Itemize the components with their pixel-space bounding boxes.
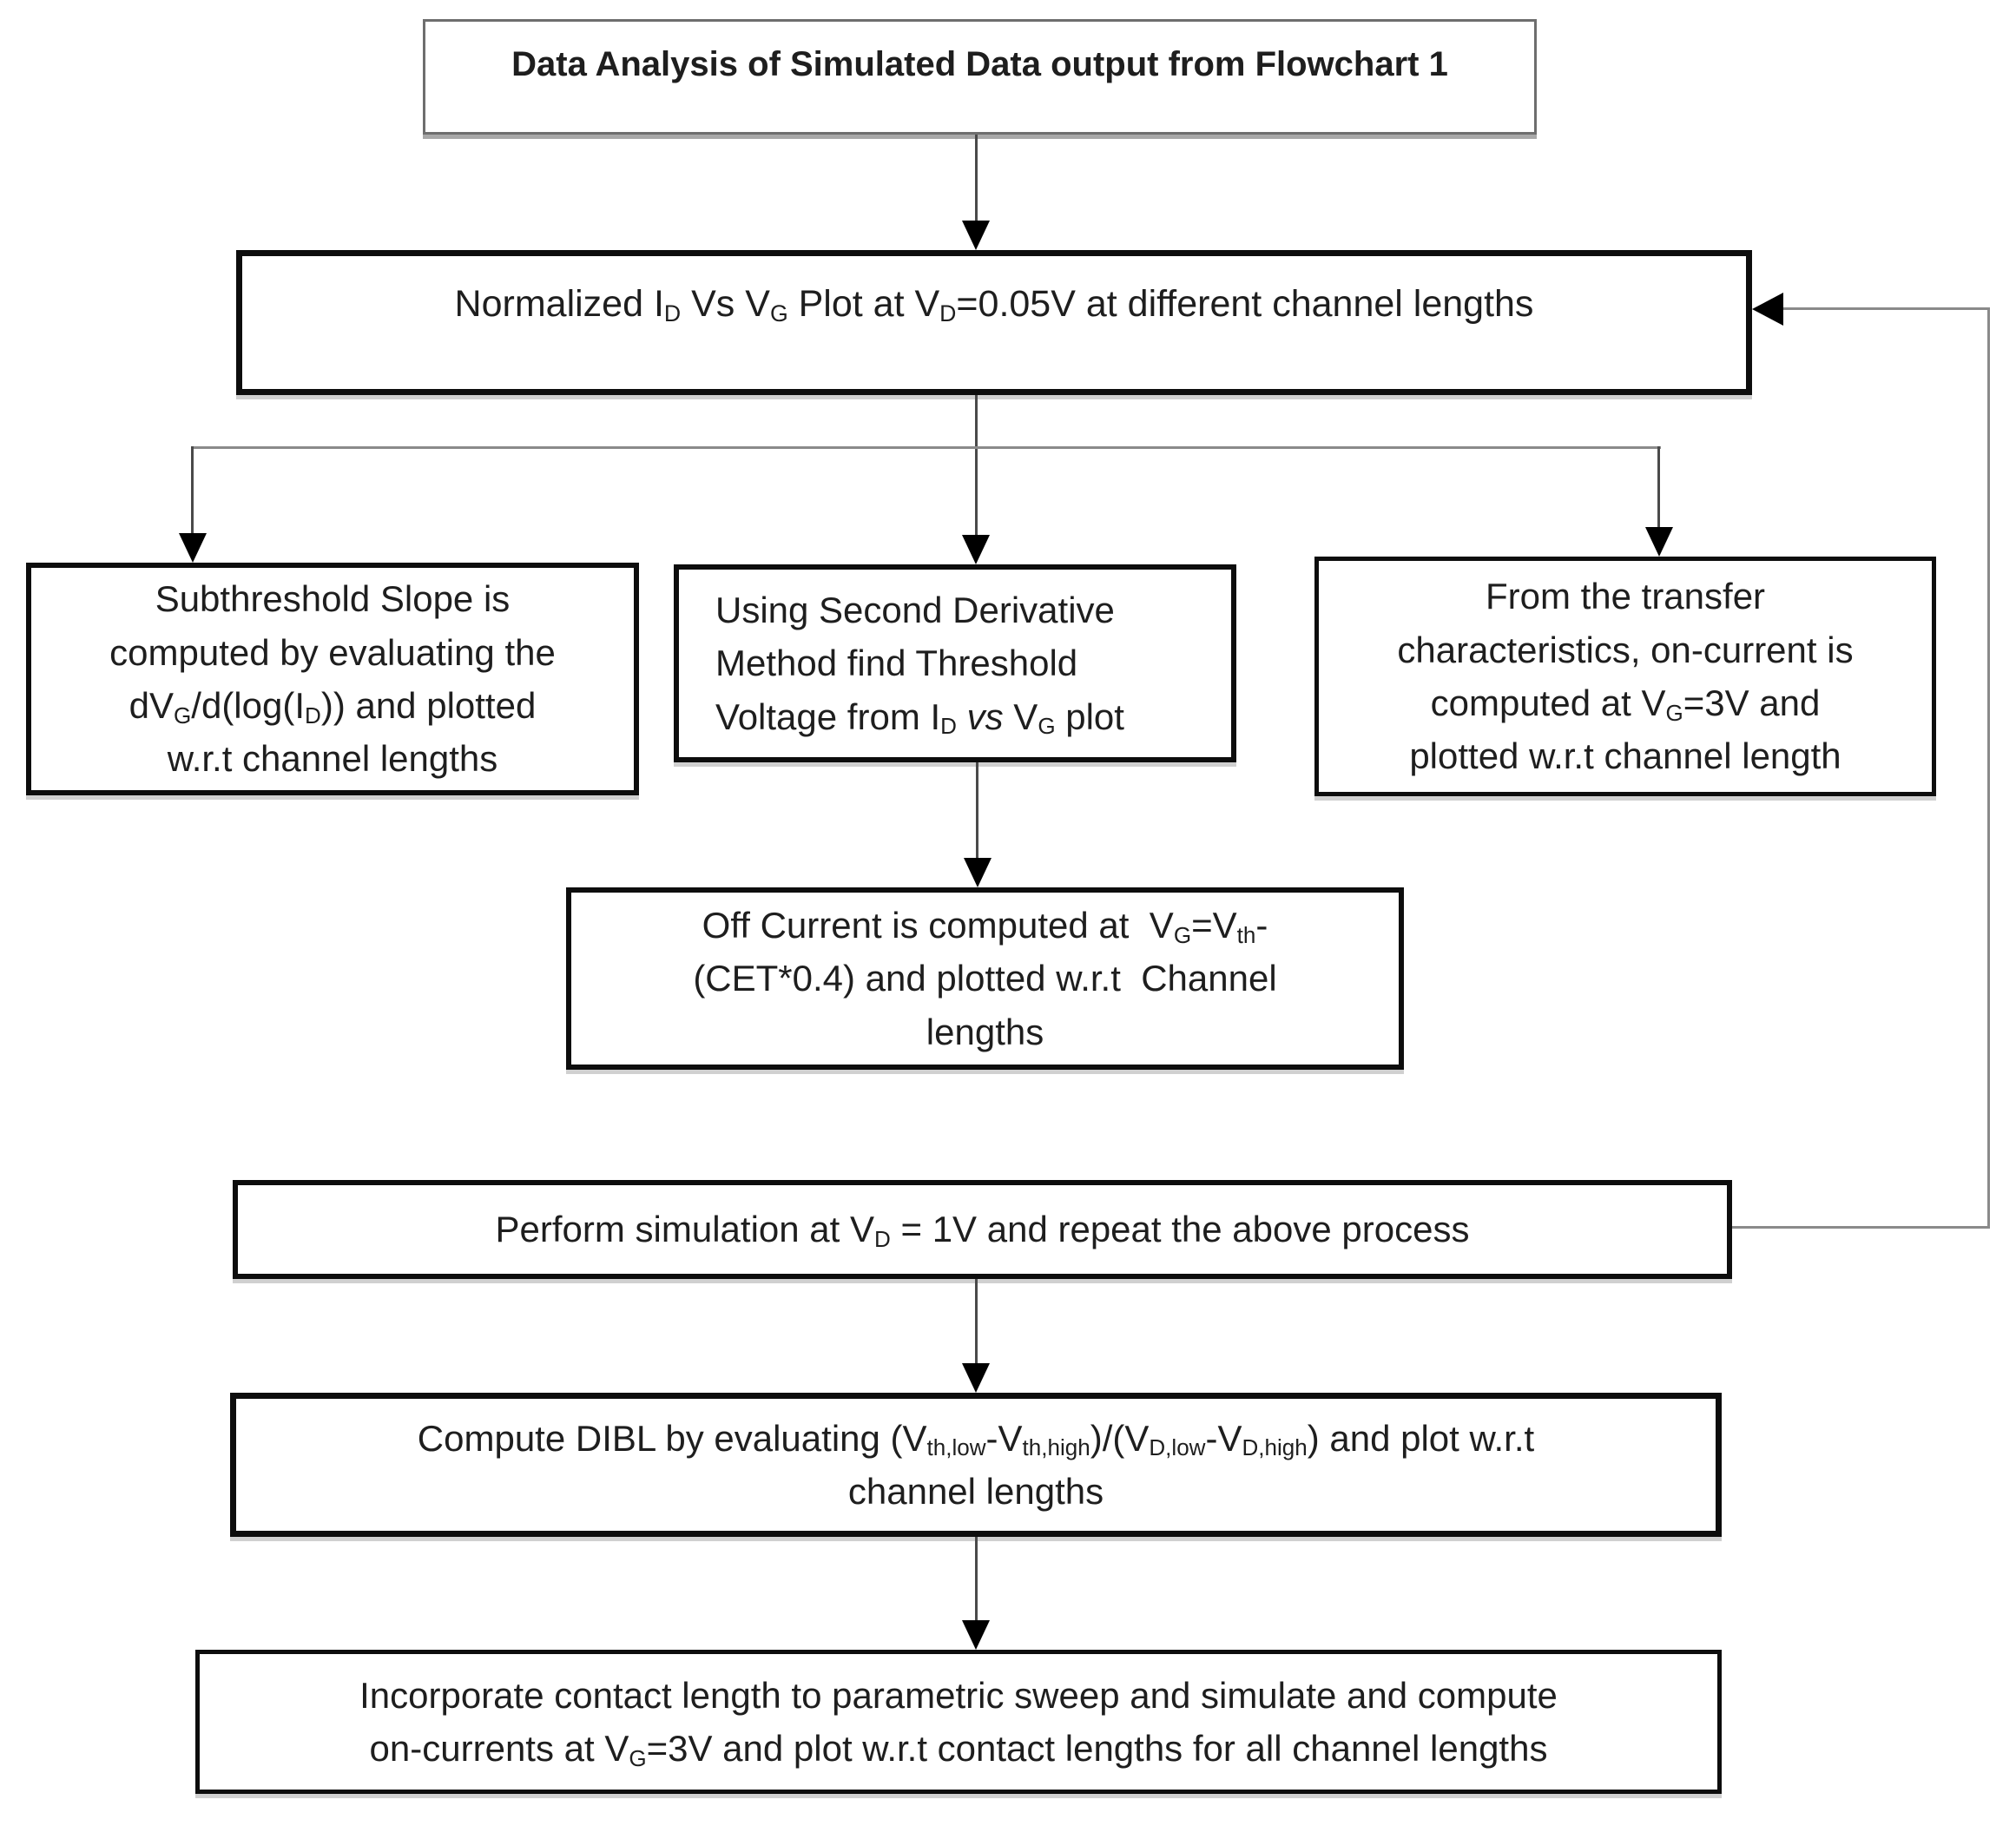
flow-node-title: Data Analysis of Simulated Data output f… xyxy=(423,19,1537,135)
connector-title-to-normalized xyxy=(975,135,978,230)
connector-normalized-to-branch xyxy=(975,395,978,535)
flow-node-contact-length: Incorporate contact length to parametric… xyxy=(195,1650,1722,1794)
flow-node-normalized-plot: Normalized ID Vs VG Plot at VD=0.05V at … xyxy=(236,250,1752,395)
arrowhead-into-normalized xyxy=(962,221,990,250)
connector-branch-horizontal xyxy=(192,446,1661,449)
connector-branch-left xyxy=(191,446,194,535)
connector-feedback-bottom xyxy=(1732,1226,1989,1229)
connector-perform-to-dibl xyxy=(975,1279,978,1365)
connector-feedback-top xyxy=(1780,307,1990,310)
arrowhead-into-subthreshold xyxy=(179,533,207,563)
arrowhead-into-contact xyxy=(962,1620,990,1650)
connector-dibl-to-contact xyxy=(975,1537,978,1622)
connector-feedback-vertical xyxy=(1987,307,1990,1229)
connector-branch-right xyxy=(1657,446,1660,529)
arrowhead-feedback-into-normalized xyxy=(1752,293,1783,326)
flow-node-compute-dibl: Compute DIBL by evaluating (Vth,low-Vth,… xyxy=(230,1393,1722,1537)
flow-node-perform-simulation: Perform simulation at VD = 1V and repeat… xyxy=(233,1180,1732,1279)
arrowhead-into-second-derivative xyxy=(962,535,990,564)
flow-node-off-current: Off Current is computed at VG=Vth-(CET*0… xyxy=(566,887,1404,1070)
connector-derivative-to-offcurrent xyxy=(976,762,978,860)
arrowhead-into-transfer xyxy=(1645,527,1673,557)
arrowhead-into-offcurrent xyxy=(964,858,992,887)
arrowhead-into-dibl xyxy=(962,1363,990,1393)
